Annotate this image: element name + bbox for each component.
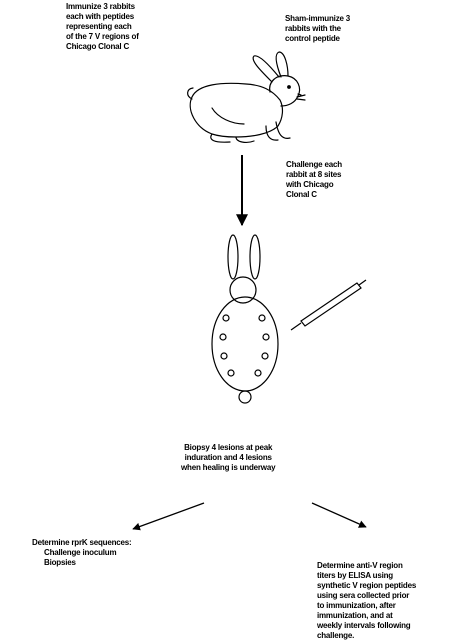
lesion-site	[228, 370, 234, 376]
arrow-right	[312, 503, 366, 527]
syringe-icon	[291, 280, 366, 330]
lesion-site	[263, 334, 269, 340]
rabbit-drawing-icon	[188, 52, 305, 142]
rabbit-back-icon	[212, 235, 278, 403]
rabbit-ear-right	[250, 235, 260, 279]
lesion-site	[255, 370, 261, 376]
rabbit-ear-left	[228, 235, 238, 279]
arrow-left	[133, 503, 204, 529]
rabbit-tail	[239, 391, 251, 403]
lesion-site	[262, 353, 268, 359]
lesion-site	[221, 353, 227, 359]
lesion-site	[220, 334, 226, 340]
lesion-site	[223, 315, 229, 321]
lesion-site	[259, 315, 265, 321]
rabbit-body	[212, 297, 278, 391]
